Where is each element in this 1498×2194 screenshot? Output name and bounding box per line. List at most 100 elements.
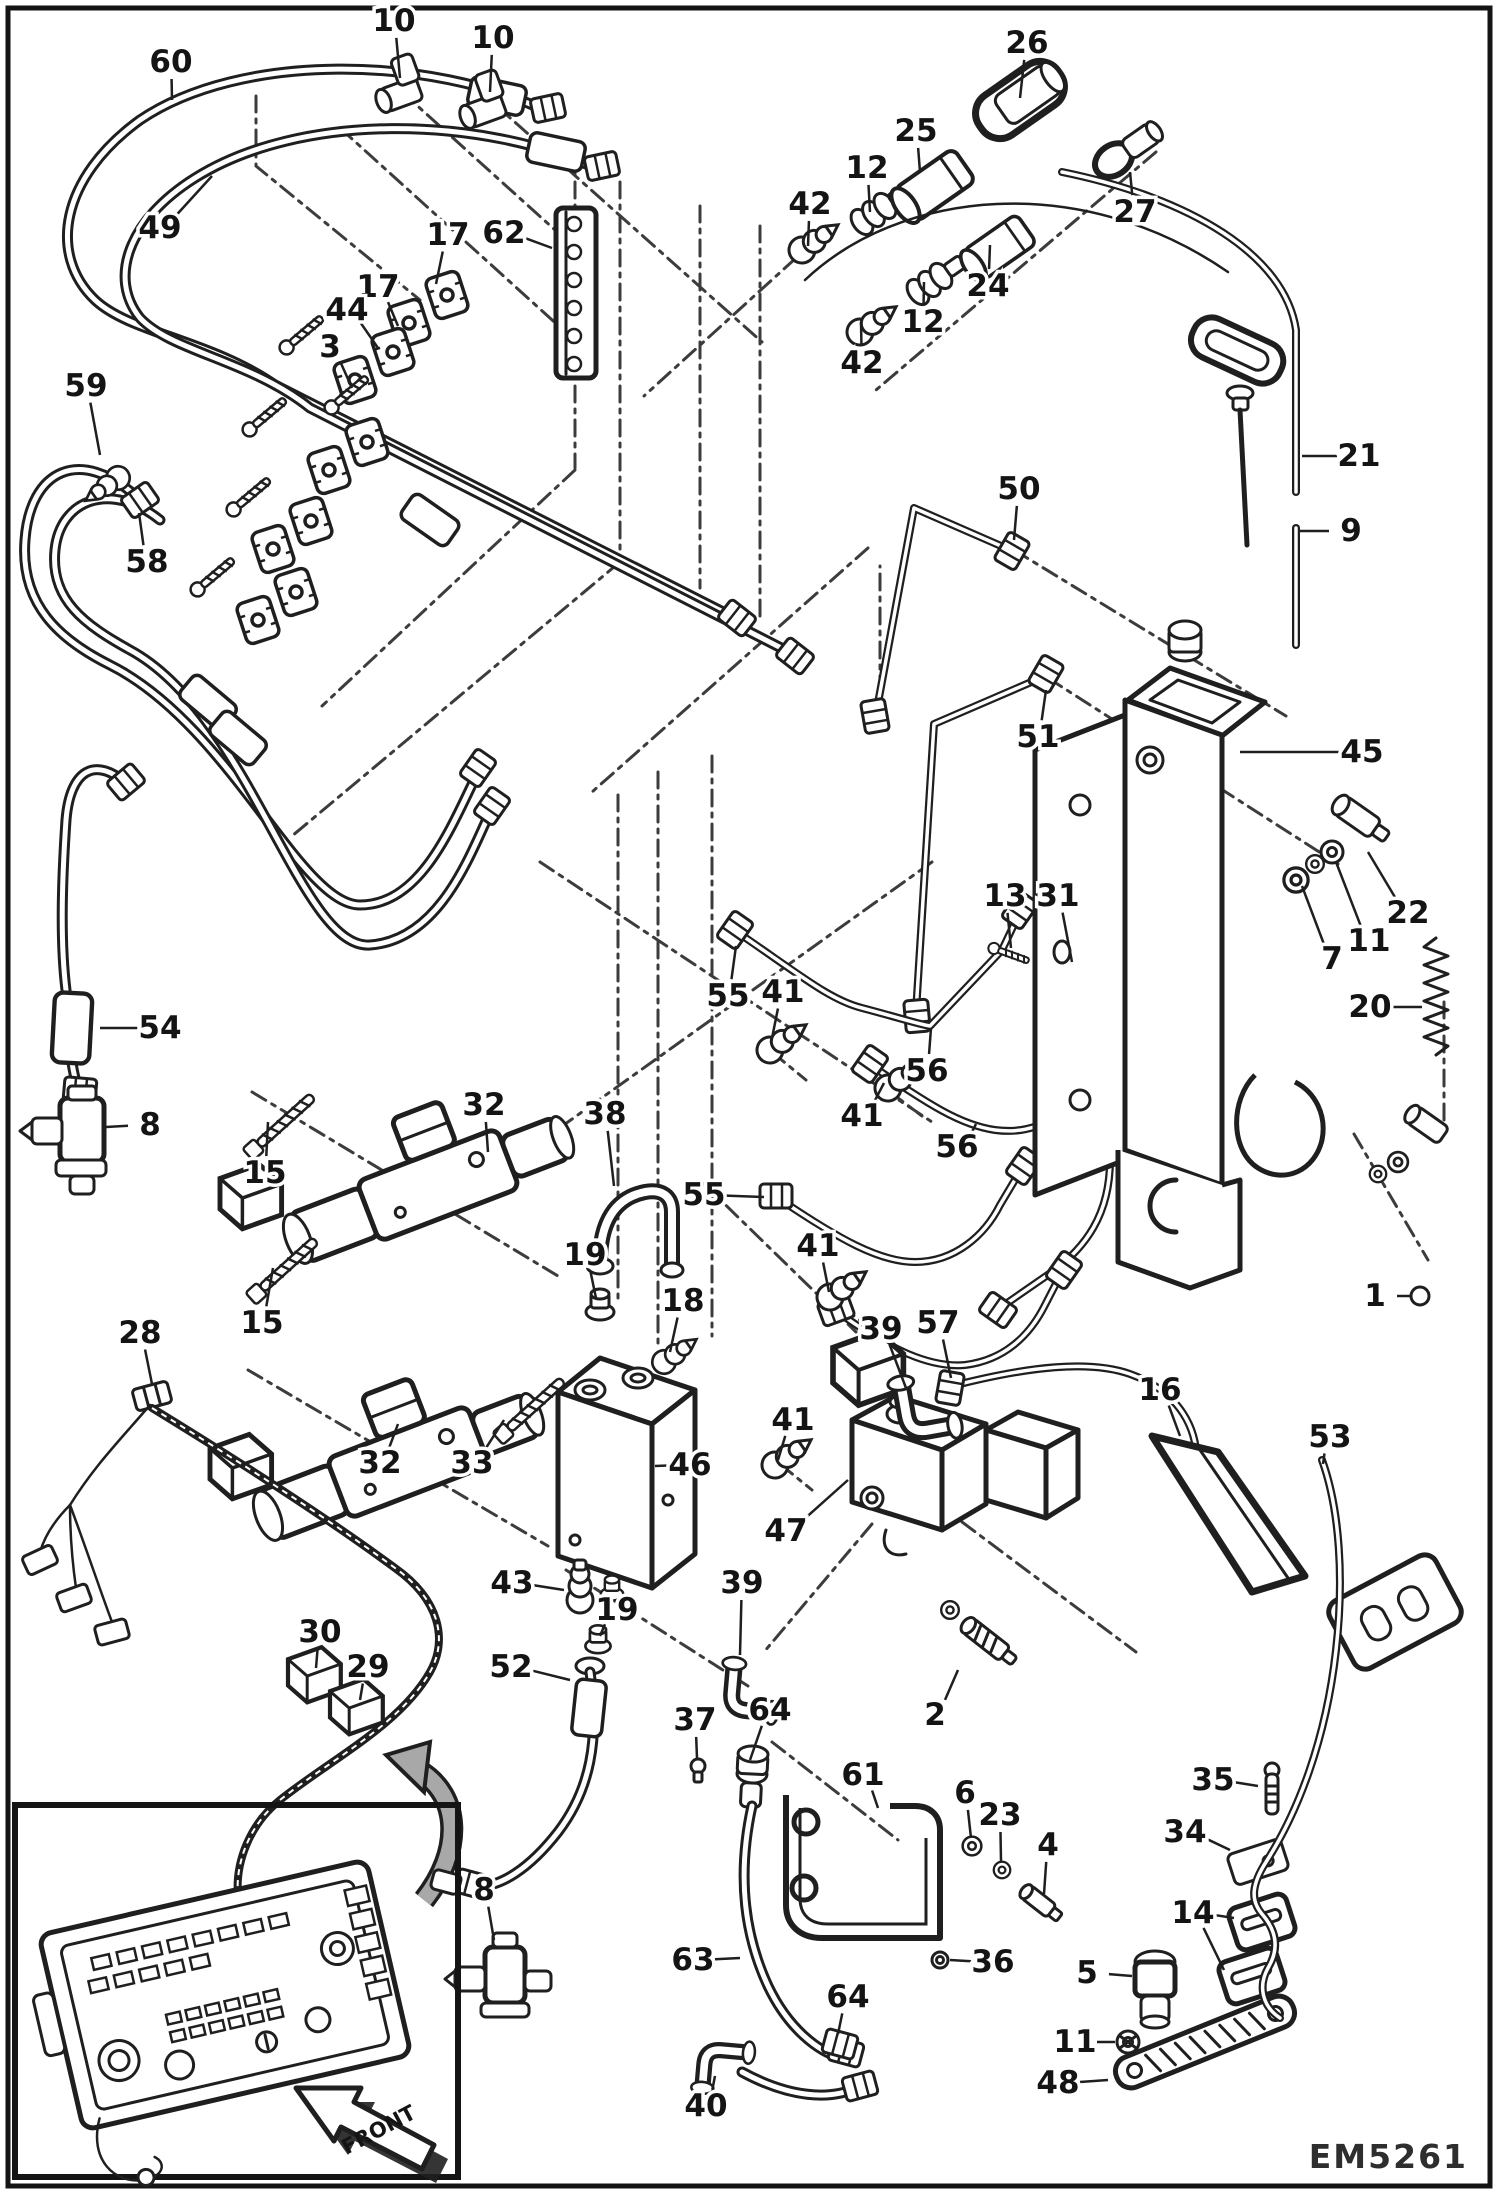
leader-16 (1167, 1405, 1182, 1437)
leader-26 (1018, 59, 1026, 99)
callout-45: 45 (1340, 734, 1383, 770)
leader-5 (1108, 1972, 1133, 1978)
nut-1 (1409, 1285, 1431, 1307)
callout-37: 37 (673, 1702, 716, 1738)
rod-53 (1250, 1456, 1344, 2022)
leader-53 (1321, 1453, 1326, 1465)
callout-20: 20 (1348, 989, 1391, 1025)
strap-48 (1112, 1993, 1298, 2091)
leader-56 (969, 1123, 978, 1135)
callout-22: 22 (1386, 895, 1429, 931)
callout-11: 11 (1053, 2024, 1096, 2060)
leader-15 (265, 1121, 270, 1157)
leader-50 (1012, 505, 1019, 541)
leader-59 (89, 402, 102, 456)
leader-55 (730, 945, 738, 980)
callout-55: 55 (706, 978, 749, 1014)
leader-49 (174, 175, 213, 217)
callout-50: 50 (997, 471, 1040, 507)
washer-11-bottom (1115, 2029, 1141, 2055)
callout-41: 41 (840, 1098, 883, 1134)
tee-fitting-8-bottom (443, 1931, 553, 2019)
leader-51 (1040, 689, 1048, 721)
grommet-36 (930, 1950, 950, 1970)
bolt-2 (959, 1616, 1018, 1666)
leader-4 (1042, 1861, 1048, 1895)
leader-18 (668, 1317, 679, 1353)
callout-5: 5 (1076, 1955, 1098, 1991)
leader-25 (916, 147, 922, 173)
callout-64: 64 (748, 1692, 791, 1728)
leader-56 (927, 1027, 933, 1055)
leader-43 (533, 1584, 565, 1592)
callout-2: 2 (924, 1697, 946, 1733)
leader-13 (1006, 912, 1013, 949)
leader-62 (524, 236, 553, 250)
callout-32: 32 (462, 1087, 505, 1123)
callout-58: 58 (125, 544, 168, 580)
leader-29 (358, 1683, 365, 1701)
leader-41 (769, 1008, 780, 1044)
leader-19 (598, 1623, 607, 1637)
leader-8 (487, 1906, 496, 1941)
leader-39 (888, 1344, 908, 1389)
callout-8: 8 (473, 1872, 495, 1908)
callout-53: 53 (1308, 1419, 1351, 1455)
screw-15a (241, 1089, 320, 1162)
hose-assembly-60 (61, 63, 817, 677)
plug-5 (1132, 1949, 1178, 2030)
callout-46: 46 (668, 1447, 711, 1483)
callout-11: 11 (1347, 923, 1390, 959)
leader-44 (359, 322, 380, 349)
solenoid-valve-32b (251, 1377, 546, 1542)
pin-35 (1263, 1761, 1281, 1816)
callout-55: 55 (682, 1177, 725, 1213)
callout-52: 52 (489, 1649, 532, 1685)
leader-48 (1079, 2078, 1109, 2084)
callout-62: 62 (482, 215, 525, 251)
callout-39: 39 (859, 1311, 902, 1347)
screw-15b (244, 1233, 323, 1306)
callout-10: 10 (372, 3, 415, 39)
figure-code: EM5261 (1309, 2137, 1468, 2176)
callout-19: 19 (563, 1237, 606, 1273)
leader-41 (873, 1082, 886, 1103)
bolt-4 (1018, 1883, 1064, 1923)
callout-17: 17 (426, 217, 469, 253)
tube-57 (933, 1362, 1211, 1492)
callout-39: 39 (720, 1565, 763, 1601)
callout-35: 35 (1191, 1762, 1234, 1798)
leader-12 (867, 184, 872, 213)
fitting-chain (782, 57, 1164, 352)
callout-56: 56 (905, 1053, 948, 1089)
hose-assembly-59 (19, 460, 513, 951)
spring-20 (1422, 936, 1450, 1057)
leader-10 (395, 37, 402, 79)
leader-42 (806, 220, 811, 247)
leader-64 (836, 2013, 844, 2035)
elbow-fitting-10-left (374, 52, 424, 114)
front-arrow: FRONT (293, 2085, 448, 2183)
callout-17: 17 (356, 269, 399, 305)
leader-32 (388, 1423, 400, 1449)
plug-37 (689, 1757, 707, 1784)
callout-15: 15 (240, 1305, 283, 1341)
leader-40 (711, 2075, 717, 2090)
leader-55 (725, 1194, 765, 1199)
leader-41 (821, 1262, 831, 1293)
leader-34 (1204, 1837, 1231, 1852)
leader-6 (966, 1809, 973, 1839)
leader-35 (1234, 1781, 1259, 1788)
leader-41 (776, 1435, 787, 1461)
pedal-plate (1326, 1552, 1464, 1672)
callout-61: 61 (841, 1757, 884, 1793)
leader-36 (949, 1958, 972, 1963)
page-border (5, 5, 1493, 2189)
leader-46 (654, 1464, 669, 1468)
callout-29: 29 (346, 1649, 389, 1685)
callout-49: 49 (138, 210, 181, 246)
callout-25: 25 (894, 113, 937, 149)
leader-10 (488, 54, 494, 93)
